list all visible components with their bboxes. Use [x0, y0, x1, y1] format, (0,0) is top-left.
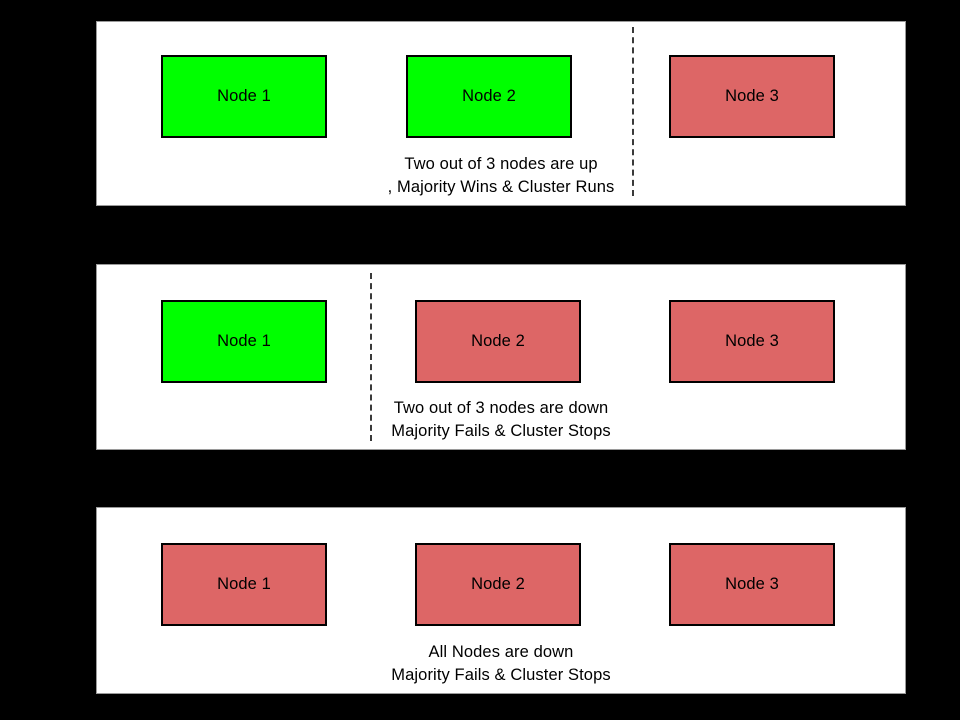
node-label: Node 3: [725, 575, 779, 594]
node-box-1[interactable]: Node 1: [161, 300, 327, 383]
node-label: Node 1: [217, 332, 271, 351]
panel-caption: Two out of 3 nodes are down Majority Fai…: [97, 397, 905, 443]
node-box-2[interactable]: Node 2: [406, 55, 572, 138]
scenario-panel-all-down: Node 1 Node 2 Node 3 All Nodes are down …: [96, 507, 906, 694]
caption-line-1: All Nodes are down: [428, 643, 574, 661]
node-box-3[interactable]: Node 3: [669, 543, 835, 626]
node-label: Node 3: [725, 332, 779, 351]
node-box-3[interactable]: Node 3: [669, 300, 835, 383]
node-label: Node 2: [471, 332, 525, 351]
node-label: Node 2: [471, 575, 525, 594]
node-box-2[interactable]: Node 2: [415, 300, 581, 383]
node-label: Node 3: [725, 87, 779, 106]
caption-line-1: Two out of 3 nodes are down: [393, 399, 609, 417]
node-label: Node 2: [462, 87, 516, 106]
caption-line-2: Majority Fails & Cluster Stops: [391, 666, 611, 684]
panel-caption: All Nodes are down Majority Fails & Clus…: [97, 641, 905, 687]
panel-caption: Two out of 3 nodes are up , Majority Win…: [97, 153, 905, 199]
node-box-1[interactable]: Node 1: [161, 543, 327, 626]
caption-line-1: Two out of 3 nodes are up: [404, 155, 598, 173]
caption-line-2: Majority Fails & Cluster Stops: [391, 422, 611, 440]
node-label: Node 1: [217, 87, 271, 106]
node-box-1[interactable]: Node 1: [161, 55, 327, 138]
partition-divider: [370, 273, 372, 441]
node-box-2[interactable]: Node 2: [415, 543, 581, 626]
node-box-3[interactable]: Node 3: [669, 55, 835, 138]
node-label: Node 1: [217, 575, 271, 594]
caption-line-2: , Majority Wins & Cluster Runs: [387, 178, 615, 196]
scenario-panel-majority-down: Node 1 Node 2 Node 3 Two out of 3 nodes …: [96, 264, 906, 450]
partition-divider: [632, 27, 634, 196]
scenario-panel-majority-up: Node 1 Node 2 Node 3 Two out of 3 nodes …: [96, 21, 906, 206]
